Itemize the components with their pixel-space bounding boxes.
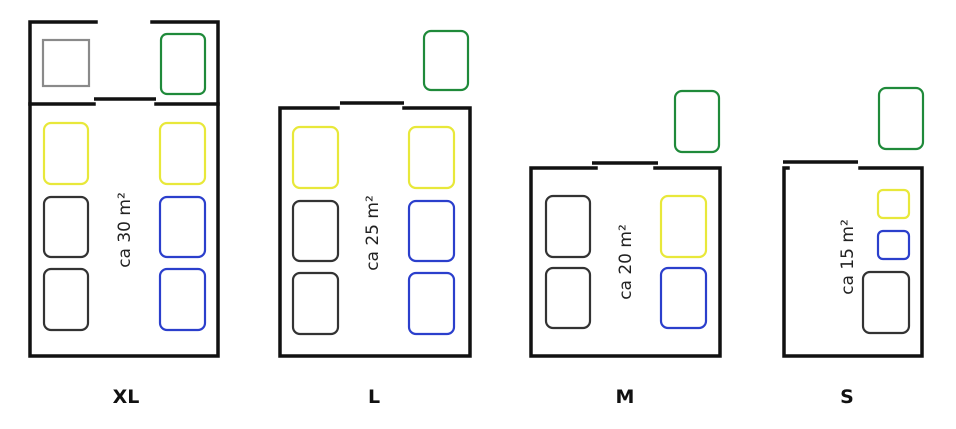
room-m-yellow-item: [659, 194, 708, 259]
room-m-walls: [529, 166, 722, 358]
room-xl-green-item: [159, 32, 207, 96]
room-l-green-item: [422, 29, 470, 92]
room-xl-walls: [28, 20, 220, 358]
room-l-size-label: L: [368, 386, 380, 408]
room-xl-black-item-1: [42, 195, 90, 259]
room-s-green-item: [877, 86, 925, 151]
room-s-size-label: S: [840, 386, 854, 408]
room-xl-black-item-2: [42, 267, 90, 332]
room-xl-gray-square: [41, 38, 91, 88]
room-l-blue-item-1: [407, 199, 456, 263]
room-m-blue-item: [659, 266, 708, 330]
room-m-black-item-2: [544, 266, 592, 330]
room-l-area-label: ca 25 m²: [363, 195, 383, 271]
room-m-area-label: ca 20 m²: [616, 224, 636, 300]
room-l-blue-item-2: [407, 271, 456, 336]
room-xl-blue-item-2: [158, 267, 207, 332]
room-m-green-item: [673, 89, 721, 154]
room-xl-area-label: ca 30 m²: [115, 192, 135, 268]
room-s-blue-item: [876, 229, 911, 261]
room-l: ca 25 m² L: [278, 29, 472, 408]
room-l-black-item-1: [291, 199, 340, 263]
room-l-yellow-item-left: [291, 125, 340, 190]
room-xl-yellow-item-right: [158, 121, 207, 186]
room-l-black-item-2: [291, 271, 340, 336]
room-s-yellow-item: [876, 188, 911, 220]
room-xl-yellow-item-left: [42, 121, 90, 186]
room-l-yellow-item-right: [407, 125, 456, 190]
room-l-walls: [278, 106, 472, 358]
room-s-area-label: ca 15 m²: [838, 219, 858, 295]
room-s-black-item: [861, 270, 911, 335]
room-s: ca 15 m² S: [782, 86, 925, 408]
room-m: ca 20 m² M: [529, 89, 722, 408]
room-xl-blue-item-1: [158, 195, 207, 259]
room-xl: ca 30 m² XL: [28, 20, 220, 408]
room-xl-size-label: XL: [113, 386, 140, 408]
room-m-size-label: M: [616, 386, 635, 408]
room-s-walls: [782, 166, 924, 358]
room-m-black-item-1: [544, 194, 592, 259]
